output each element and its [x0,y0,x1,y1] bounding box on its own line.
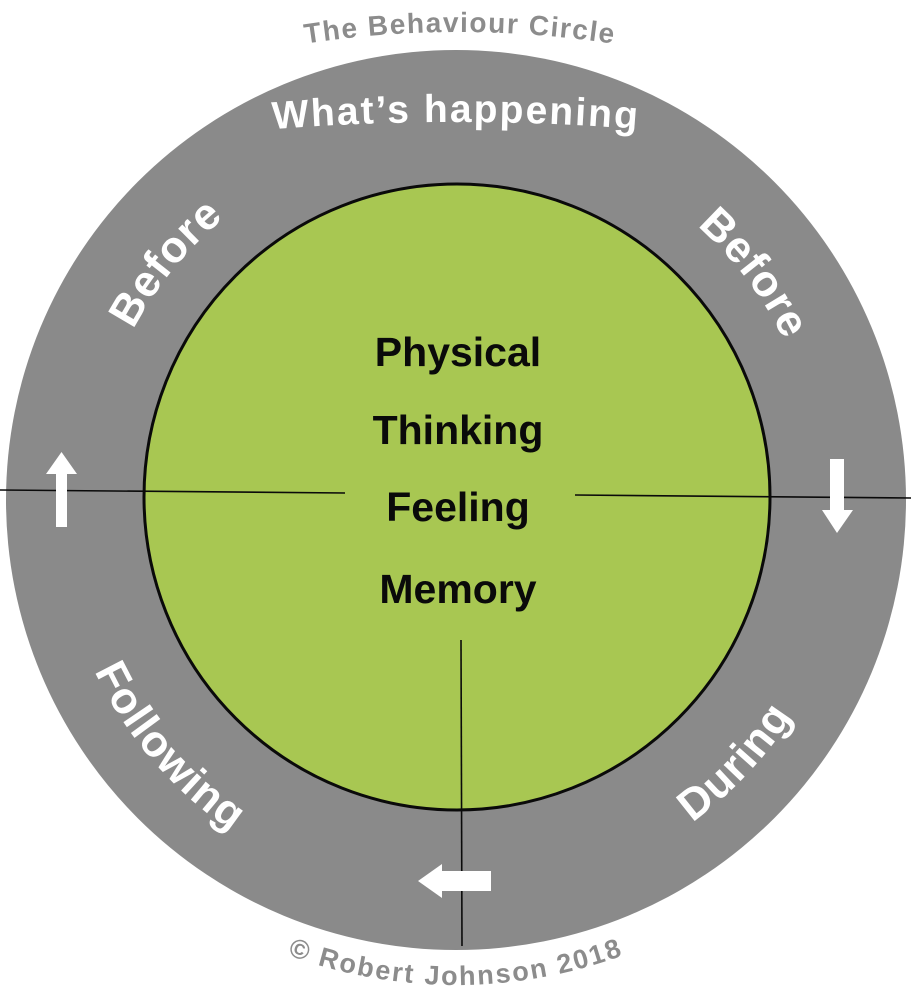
left-arrow-icon [418,864,491,898]
up-arrow-icon [46,452,77,527]
inner-label-physical: Physical [375,329,541,375]
diagram-title: The Behaviour Circle [302,7,618,50]
inner-label-memory: Memory [379,566,536,612]
inner-label-thinking: Thinking [373,407,544,453]
ring-label-whats-happening: What’s happening [271,88,642,138]
horizontal-axis-right [574,494,911,499]
inner-label-feeling: Feeling [386,484,530,530]
vertical-axis-bottom [460,639,463,947]
down-arrow-icon [822,459,853,533]
